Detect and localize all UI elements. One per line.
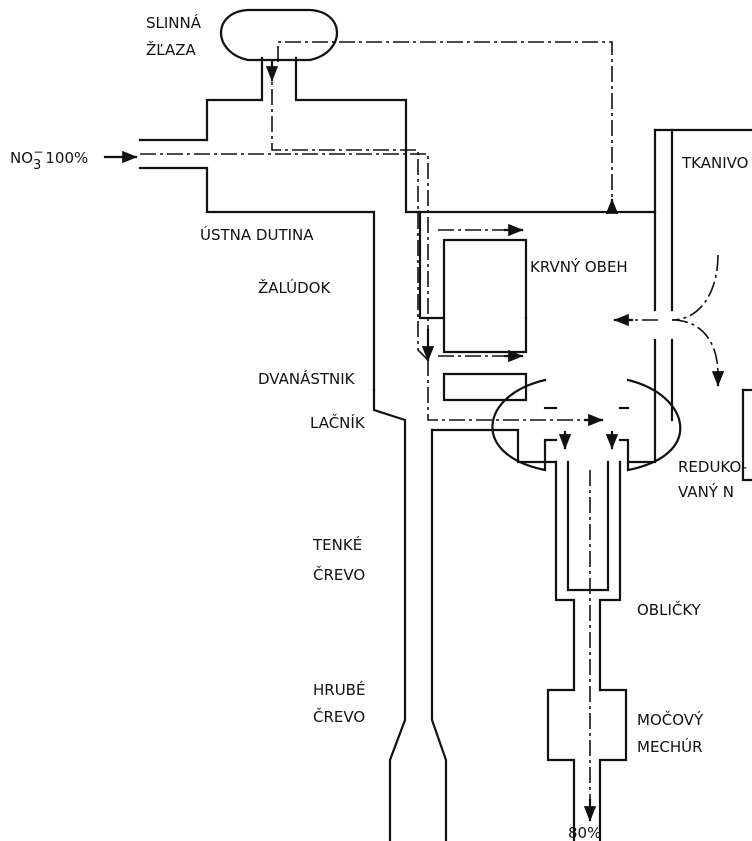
label-nitrate-subscript: 3 — [33, 158, 41, 173]
label-oral-cavity: ÚSTNA DUTINA — [200, 225, 314, 244]
label-jejunum: LAČNÍK — [310, 413, 366, 432]
nitrate-flow-paths — [140, 42, 718, 810]
label-output-percent: 80% — [568, 824, 601, 841]
label-blood-circulation: KRVNÝ OBEH — [530, 257, 628, 276]
circulation-box — [630, 130, 752, 480]
label-nitrate-percent: 100% — [45, 149, 88, 167]
label-reduced-n-line1: REDUKO- — [678, 458, 747, 476]
label-large-intestine-line1: HRUBÉ — [313, 680, 365, 699]
salivary-gland-shape — [207, 10, 406, 150]
label-reduced-n-line2: VANÝ N — [678, 482, 734, 501]
label-nitrate-base: NO — [10, 149, 33, 167]
label-kidneys: OBLIČKY — [637, 600, 702, 619]
label-nitrate-input: NO3−100% — [10, 145, 88, 173]
label-large-intestine-line2: ČREVO — [313, 707, 365, 726]
label-small-intestine-line2: ČREVO — [313, 565, 365, 584]
digestive-tract-walls — [140, 140, 655, 841]
label-bladder-line2: MECHÚR — [637, 737, 703, 756]
kidneys-shape — [492, 380, 680, 690]
label-tissue: TKANIVO — [681, 154, 748, 172]
label-stomach: ŽALÚDOK — [258, 278, 331, 297]
label-nitrate-charge: − — [33, 145, 43, 159]
label-salivary-gland-line2: ŽĽAZA — [146, 40, 197, 59]
label-duodenum: DVANÁSTNIK — [258, 369, 356, 388]
label-small-intestine-line1: TENKÉ — [312, 535, 362, 554]
label-salivary-gland-line1: SLINNÁ — [146, 13, 202, 32]
label-bladder-line1: MOČOVÝ — [637, 710, 704, 729]
bladder-shape — [548, 690, 626, 841]
